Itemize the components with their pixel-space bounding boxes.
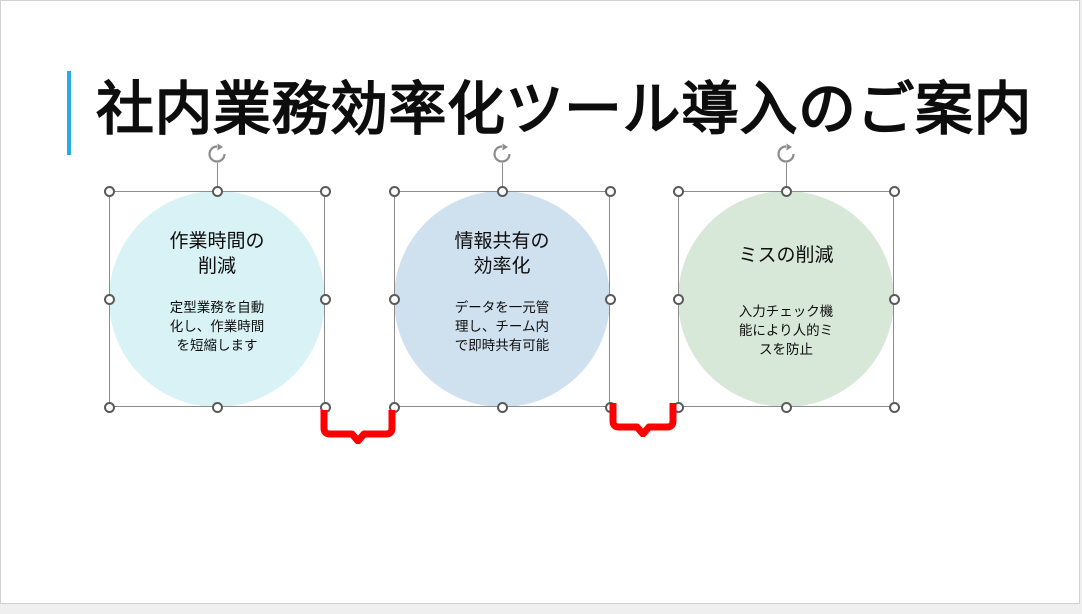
circle-heading-2-line1: 情報共有の — [454, 230, 550, 252]
resize-handle-top-left-1[interactable] — [103, 185, 115, 197]
rotate-handle-icon-1[interactable] — [206, 143, 228, 165]
circle-body-3-line3: スを防止 — [759, 342, 813, 358]
resize-handle-bottom-center-3[interactable] — [780, 401, 792, 413]
rotate-handle-icon-2[interactable] — [491, 143, 513, 165]
rotate-stem-3 — [785, 163, 787, 191]
circle-heading-3-line1: ミスの削減 — [738, 244, 834, 266]
circle-shape-2[interactable] — [394, 191, 610, 407]
circle-heading-2-line2: 効率化 — [473, 255, 531, 277]
circle-heading-2: 情報共有の 効率化 — [394, 229, 610, 279]
resize-handle-bottom-right-3[interactable] — [888, 401, 900, 413]
resize-handle-bottom-left-1[interactable] — [103, 401, 115, 413]
rotate-stem-1 — [216, 163, 218, 191]
circle-body-1-line2: 化し、作業時間 — [169, 319, 265, 335]
circle-body-2-line3: で即時共有可能 — [454, 338, 550, 354]
rotate-handle-icon-3[interactable] — [775, 143, 797, 165]
circle-body-2: データを一元管 理し、チーム内 で即時共有可能 — [394, 299, 610, 356]
gap-bracket-1 — [319, 408, 397, 444]
circle-body-2-line1: データを一元管 — [454, 300, 550, 316]
circle-heading-1-line2: 削減 — [197, 255, 236, 277]
shape-group-1[interactable]: 作業時間の 削減 定型業務を自動 化し、作業時間 を短縮します — [103, 143, 331, 413]
resize-handle-top-right-1[interactable] — [319, 185, 331, 197]
resize-handle-bottom-center-1[interactable] — [211, 401, 223, 413]
resize-handle-middle-right-2[interactable] — [604, 293, 616, 305]
selection-frame-3 — [678, 191, 894, 407]
circle-body-1: 定型業務を自動 化し、作業時間 を短縮します — [109, 299, 325, 356]
resize-handle-top-left-2[interactable] — [388, 185, 400, 197]
circle-body-3-line2: 能により人的ミ — [738, 323, 834, 339]
shape-group-3[interactable]: ミスの削減 入力チェック機 能により人的ミ スを防止 — [672, 143, 900, 413]
circle-heading-3: ミスの削減 — [678, 243, 894, 268]
circle-body-1-line3: を短縮します — [176, 338, 258, 354]
circle-body-2-line2: 理し、チーム内 — [454, 319, 550, 335]
resize-handle-middle-right-1[interactable] — [319, 293, 331, 305]
gap-bracket-2 — [608, 401, 678, 437]
resize-handle-top-right-2[interactable] — [604, 185, 616, 197]
resize-handle-middle-right-3[interactable] — [888, 293, 900, 305]
circle-shape-1[interactable] — [109, 191, 325, 407]
resize-handle-middle-left-3[interactable] — [672, 293, 684, 305]
circle-body-3: 入力チェック機 能により人的ミ スを防止 — [678, 303, 894, 360]
resize-handle-top-center-2[interactable] — [496, 185, 508, 197]
circle-body-1-line1: 定型業務を自動 — [169, 300, 265, 316]
circle-heading-1: 作業時間の 削減 — [109, 229, 325, 279]
circle-shape-3[interactable] — [678, 191, 894, 407]
title-accent-bar — [67, 71, 71, 155]
slide-title-text: 社内業務効率化ツール導入のご案内 — [96, 75, 1033, 143]
resize-handle-top-center-3[interactable] — [780, 185, 792, 197]
resize-handle-middle-left-1[interactable] — [103, 293, 115, 305]
rotate-stem-2 — [501, 163, 503, 191]
circle-heading-1-line1: 作業時間の — [169, 230, 265, 252]
shape-group-2[interactable]: 情報共有の 効率化 データを一元管 理し、チーム内 で即時共有可能 — [388, 143, 616, 413]
resize-handle-top-center-1[interactable] — [211, 185, 223, 197]
resize-handle-top-left-3[interactable] — [672, 185, 684, 197]
circle-body-3-line1: 入力チェック機 — [738, 304, 834, 320]
resize-handle-top-right-3[interactable] — [888, 185, 900, 197]
resize-handle-middle-left-2[interactable] — [388, 293, 400, 305]
resize-handle-bottom-center-2[interactable] — [496, 401, 508, 413]
